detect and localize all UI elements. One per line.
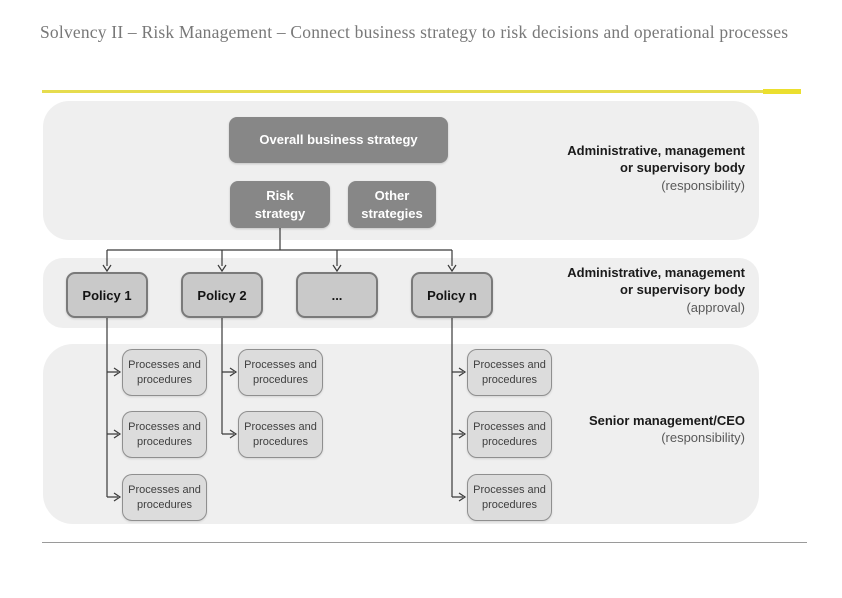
other-strategies-label-line1: Other [374, 187, 410, 203]
strategy-band-annotation: Administrative, management or supervisor… [567, 142, 745, 194]
policy-n-box: Policy n [411, 272, 493, 318]
other-strategies-label-line2: strategies [361, 205, 423, 221]
process-label-line1: Processes and [128, 359, 201, 372]
process-box-col1-row1: Processes and procedures [122, 349, 207, 396]
process-label-line2: procedures [252, 435, 309, 448]
annotation-note: (responsibility) [661, 177, 745, 193]
annotation-line: Administrative, management [567, 143, 745, 158]
policy-2-label: Policy 2 [197, 287, 247, 303]
process-band-annotation: Senior management/CEO (responsibility) [589, 412, 745, 447]
process-box-col2-row1: Processes and procedures [238, 349, 323, 396]
process-label-line1: Processes and [473, 359, 546, 372]
risk-strategy-label-line2: strategy [254, 205, 306, 221]
risk-strategy-box: Risk strategy [230, 181, 330, 228]
accent-divider-line [42, 90, 765, 93]
process-box-col1-row2: Processes and procedures [122, 411, 207, 458]
accent-divider-line-tip [763, 89, 801, 94]
annotation-line: Administrative, management [567, 265, 745, 280]
process-box-col2-row2: Processes and procedures [238, 411, 323, 458]
process-label-line1: Processes and [128, 484, 201, 497]
slide-title: Solvency II – Risk Management – Connect … [40, 22, 789, 42]
process-box-col3-row3: Processes and procedures [467, 474, 552, 521]
process-label-line2: procedures [252, 373, 309, 386]
policy-1-label: Policy 1 [82, 287, 132, 303]
process-label-line2: procedures [481, 435, 538, 448]
process-label-line2: procedures [136, 435, 193, 448]
process-label-line2: procedures [481, 373, 538, 386]
other-strategies-box: Other strategies [348, 181, 436, 228]
process-label-line2: procedures [136, 373, 193, 386]
risk-strategy-label-line1: Risk [266, 187, 294, 203]
process-box-col3-row2: Processes and procedures [467, 411, 552, 458]
overall-business-strategy-box: Overall business strategy [229, 117, 448, 163]
policy-n-label: Policy n [427, 287, 477, 303]
process-label-line1: Processes and [473, 484, 546, 497]
process-label-line2: procedures [136, 498, 193, 511]
process-label-line1: Processes and [244, 359, 317, 372]
process-label-line1: Processes and [473, 421, 546, 434]
annotation-line: Senior management/CEO [588, 413, 745, 428]
policy-1-box: Policy 1 [66, 272, 148, 318]
annotation-note: (responsibility) [661, 430, 745, 446]
overall-business-strategy-label: Overall business strategy [259, 132, 418, 148]
policy-band [43, 258, 759, 328]
process-label-line1: Processes and [244, 421, 317, 434]
process-box-col1-row3: Processes and procedures [122, 474, 207, 521]
footer-divider-line [42, 542, 807, 543]
policy-ellipsis-label: ... [331, 287, 343, 303]
annotation-note: (approval) [686, 299, 745, 315]
process-box-col3-row1: Processes and procedures [467, 349, 552, 396]
policy-ellipsis-box: ... [296, 272, 378, 318]
process-label-line1: Processes and [128, 421, 201, 434]
policy-2-box: Policy 2 [181, 272, 263, 318]
process-label-line2: procedures [481, 498, 538, 511]
annotation-line: or supervisory body [620, 160, 745, 176]
annotation-line: or supervisory body [620, 282, 745, 298]
policy-band-annotation: Administrative, management or supervisor… [567, 264, 745, 316]
